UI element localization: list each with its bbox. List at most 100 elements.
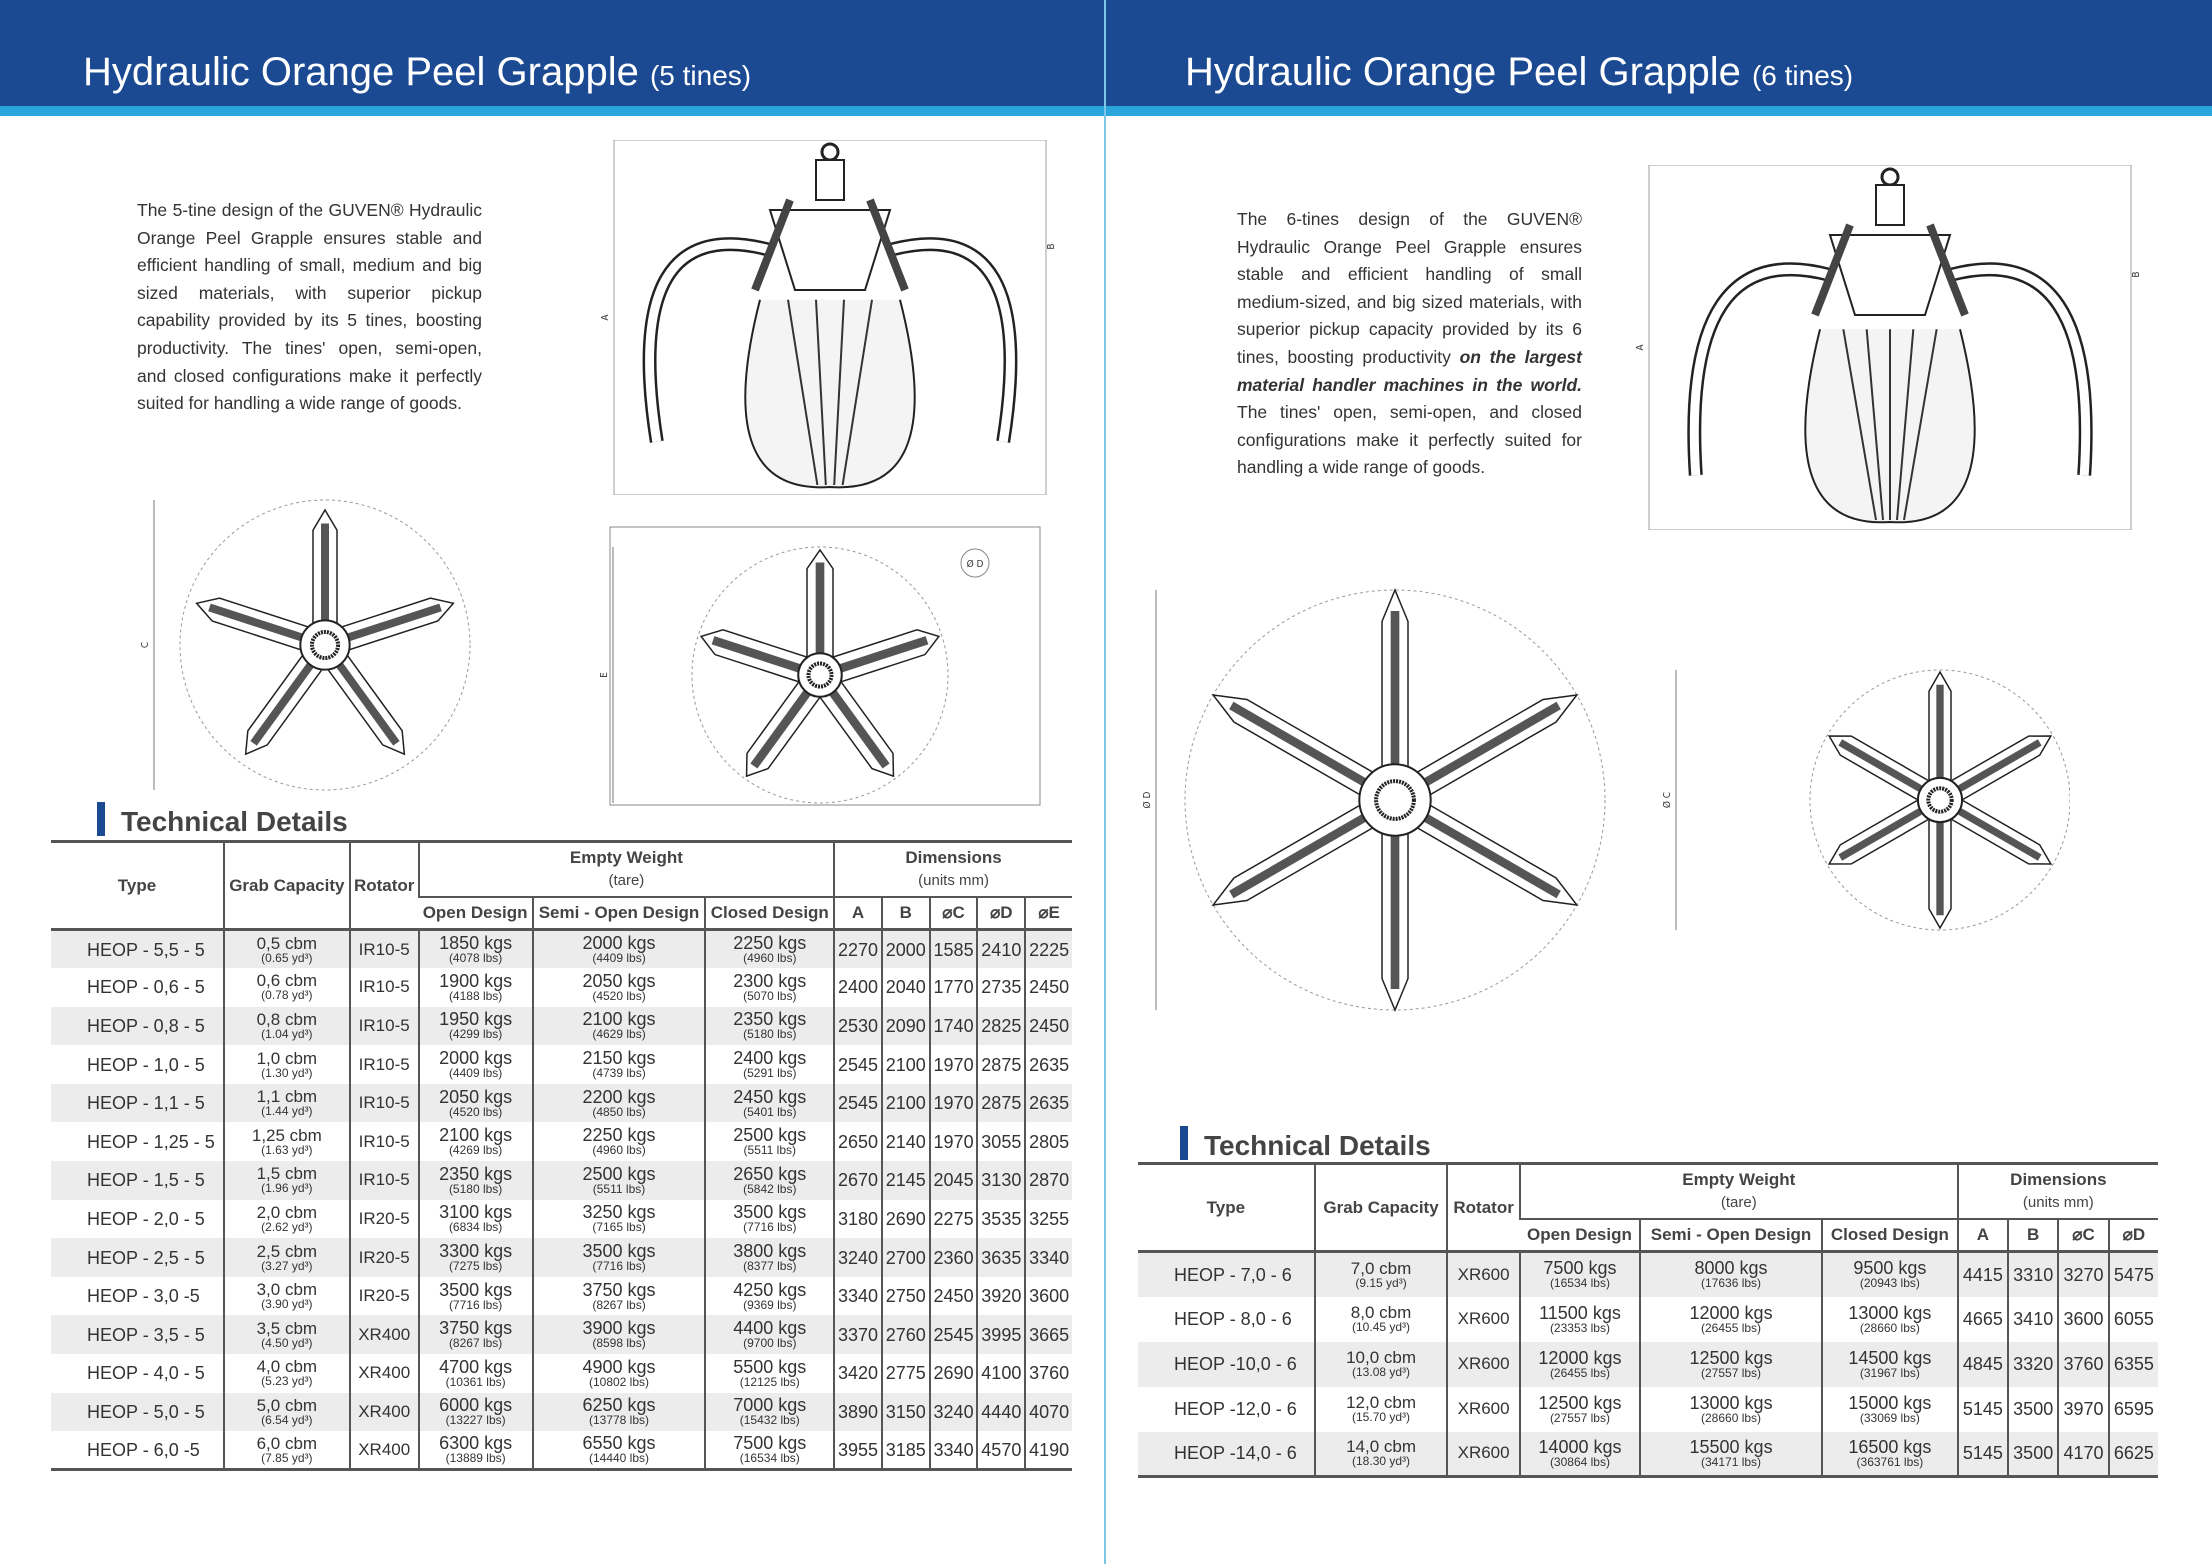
cell-rotator: XR600 xyxy=(1446,1431,1520,1477)
cell-type: HEOP - 4,0 - 5 xyxy=(87,1363,205,1384)
cell-grab-capacity: 2,0 cbm(2.62 yd³) xyxy=(222,1199,350,1239)
right-header-stripe xyxy=(1106,106,2212,116)
cell-dimension: 3255 xyxy=(1024,1199,1072,1239)
cell-weight: 12000 kgs(26455 lbs) xyxy=(1518,1341,1640,1387)
cell-dimension: 2400 xyxy=(833,968,882,1007)
cell-dimension: 3600 xyxy=(2057,1296,2109,1342)
dimension-label: E xyxy=(599,672,610,678)
cell-dimension: 2100 xyxy=(880,1045,930,1084)
cell-weight: 3900 kgs(8598 lbs) xyxy=(531,1315,706,1355)
cell-grab-capacity: 6,0 cbm(7.85 yd³) xyxy=(222,1431,350,1470)
right-page-title: Hydraulic Orange Peel Grapple (6 tines) xyxy=(1185,50,1854,94)
cell-rotator: XR600 xyxy=(1446,1251,1520,1297)
cell-dimension: 3340 xyxy=(1024,1238,1072,1277)
cell-dimension: 4845 xyxy=(1956,1341,2009,1387)
cell-dimension: 3955 xyxy=(833,1431,882,1470)
cell-type: HEOP - 8,0 - 6 xyxy=(1174,1309,1292,1329)
cell-dimension: 3055 xyxy=(976,1122,1026,1162)
cell-dimension: 3320 xyxy=(2007,1341,2059,1387)
cell-grab-capacity: 1,5 cbm(1.96 yd³) xyxy=(222,1161,350,1200)
cell-weight: 6000 kgs(13227 lbs) xyxy=(417,1392,533,1432)
cell-dimension: 2700 xyxy=(880,1238,930,1277)
cell-dimension: 4070 xyxy=(1024,1392,1072,1432)
header-grab-capacity: Grab Capacity xyxy=(1313,1163,1448,1252)
cell-type: HEOP - 6,0 -5 xyxy=(87,1439,200,1460)
cell-dimension: 3500 xyxy=(2007,1386,2059,1432)
header-type: Type xyxy=(117,875,157,895)
page-divider xyxy=(1104,0,1106,1564)
cell-rotator: IR10-5 xyxy=(348,1006,419,1046)
cell-type: HEOP - 3,0 -5 xyxy=(87,1286,200,1307)
cell-grab-capacity: 0,6 cbm(0.78 yd³) xyxy=(222,968,350,1007)
tine-cylinder xyxy=(1229,701,1380,794)
cell-weight: 3800 kgs(8377 lbs) xyxy=(704,1238,835,1277)
cell-weight: 11500 kgs(23353 lbs) xyxy=(1518,1296,1640,1342)
cell-rotator: IR10-5 xyxy=(348,1083,419,1123)
header-dimensions: Dimensions(units mm) xyxy=(833,841,1072,897)
cell-dimension: 2275 xyxy=(928,1199,978,1239)
cell-weight: 2000 kgs(4409 lbs) xyxy=(417,1045,533,1084)
cell-dimension: 2775 xyxy=(880,1354,930,1393)
header-dim-4: ⌀E xyxy=(1024,896,1072,930)
cell-dimension: 2690 xyxy=(928,1354,978,1393)
cell-dimension: 3970 xyxy=(2057,1386,2109,1432)
right-top-view-small-drawing: Ø C xyxy=(1661,669,2070,931)
tine-cylinder xyxy=(1838,806,1925,861)
cell-grab-capacity: 0,8 cbm(1.04 yd³) xyxy=(222,1006,350,1046)
cell-dimension: 1970 xyxy=(928,1045,978,1084)
hub xyxy=(299,619,351,671)
cell-dimension: 1740 xyxy=(928,1006,978,1046)
right-description: The 6-tines design of the GUVEN® Hydraul… xyxy=(1237,209,1582,478)
cell-weight: 2400 kgs(5291 lbs) xyxy=(704,1045,835,1084)
tine-edge xyxy=(841,299,873,486)
cell-dimension: 3635 xyxy=(976,1238,1026,1277)
tine xyxy=(1381,588,1409,801)
cell-type: HEOP -10,0 - 6 xyxy=(1174,1354,1297,1374)
cell-dimension: 4415 xyxy=(1956,1251,2009,1297)
cell-dimension: 3150 xyxy=(880,1392,930,1432)
hub xyxy=(1358,763,1432,837)
cell-dimension: 3130 xyxy=(976,1161,1026,1200)
header-grab-capacity: Grab Capacity xyxy=(222,841,350,930)
cell-weight: 2050 kgs(4520 lbs) xyxy=(417,1083,533,1123)
cell-weight: 4900 kgs(10802 lbs) xyxy=(531,1354,706,1393)
cell-dimension: 3270 xyxy=(2057,1251,2109,1297)
cell-weight: 1850 kgs(4078 lbs) xyxy=(417,929,533,969)
header-dim-2: ⌀C xyxy=(2057,1218,2109,1252)
cell-rotator: XR400 xyxy=(348,1392,419,1432)
dimension-frame xyxy=(613,140,1047,495)
cell-dimension: 3500 xyxy=(2007,1431,2059,1477)
cell-dimension: 2690 xyxy=(880,1199,930,1239)
cell-weight: 2500 kgs(5511 lbs) xyxy=(704,1122,835,1162)
cell-type: HEOP - 2,5 - 5 xyxy=(87,1247,205,1268)
open-tine-left-fill xyxy=(645,239,772,443)
lifting-eye xyxy=(820,142,840,162)
right-side-view-drawing: AB xyxy=(1635,165,2142,530)
header-dim-2: ⌀C xyxy=(928,896,978,930)
cell-rotator: XR400 xyxy=(348,1315,419,1355)
cell-dimension: 3240 xyxy=(833,1238,882,1277)
cell-dimension: 3665 xyxy=(1024,1315,1072,1355)
cell-dimension: 2145 xyxy=(880,1161,930,1200)
dimension-label: B xyxy=(2131,271,2142,277)
hub xyxy=(1916,776,1964,824)
cell-type: HEOP -14,0 - 6 xyxy=(1174,1443,1297,1464)
cell-type: HEOP - 5,5 - 5 xyxy=(87,939,205,960)
cell-weight: 6550 kgs(14440 lbs) xyxy=(531,1431,706,1470)
cell-dimension: 2000 xyxy=(880,929,930,969)
cell-type: HEOP - 1,5 - 5 xyxy=(87,1170,205,1191)
cell-type: HEOP - 1,0 - 5 xyxy=(87,1054,205,1075)
cell-dimension: 3920 xyxy=(976,1276,1026,1316)
cell-rotator: IR10-5 xyxy=(348,929,419,969)
cell-rotator: XR600 xyxy=(1446,1386,1520,1432)
cell-dimension: 2450 xyxy=(928,1276,978,1316)
rotator xyxy=(815,159,845,201)
cell-dimension: 2870 xyxy=(1024,1161,1072,1200)
tine-edge xyxy=(1903,329,1938,521)
dimension-frame xyxy=(1648,165,2132,530)
